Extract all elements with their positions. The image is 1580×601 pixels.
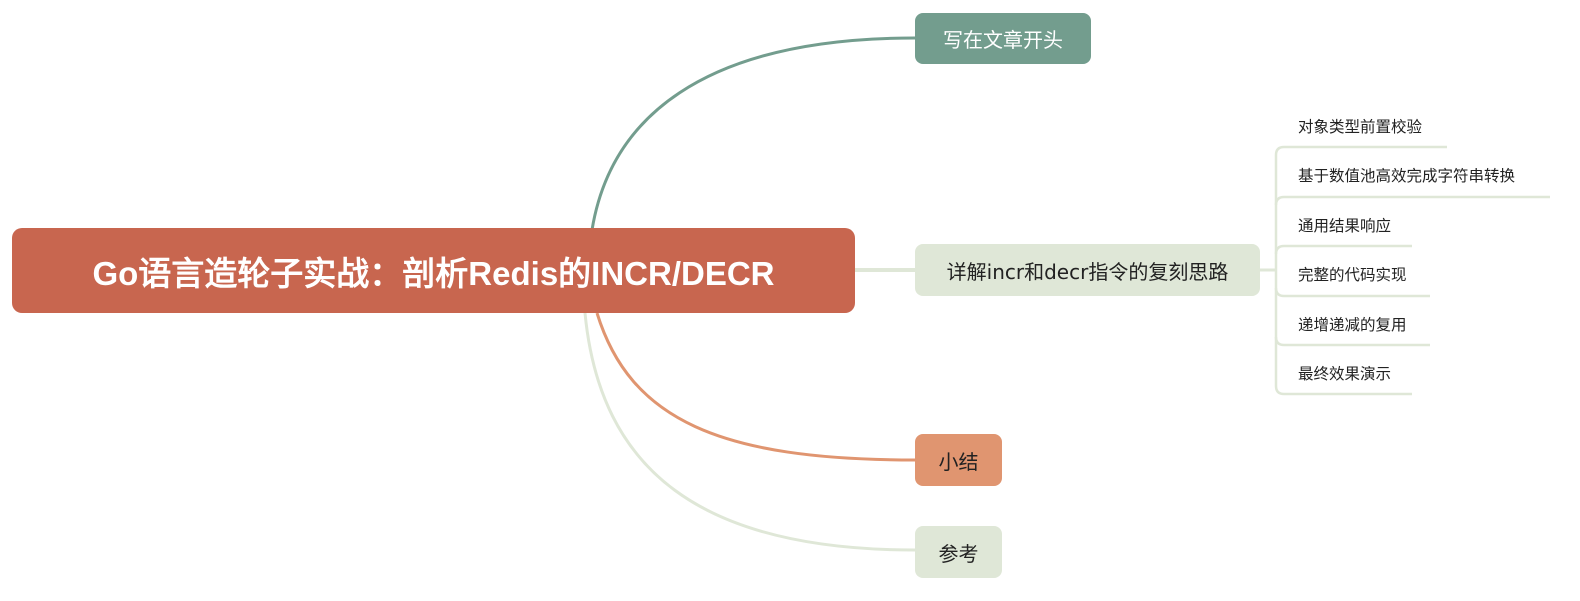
topic-intro[interactable]: 写在文章开头 [915, 13, 1091, 64]
topic-details[interactable]: 详解incr和decr指令的复刻思路 [915, 244, 1260, 296]
link-branch-1 [590, 36, 916, 231]
link-branch-3 [595, 312, 916, 462]
child-underline [1274, 195, 1550, 206]
subtopic[interactable]: 递增递减的复用 [1298, 316, 1407, 334]
child-underline [1274, 244, 1412, 255]
link-branch-4 [583, 312, 916, 552]
subtopic[interactable]: 完整的代码实现 [1298, 266, 1407, 284]
subtopic[interactable]: 对象类型前置校验 [1298, 118, 1423, 136]
subtopic[interactable]: 通用结果响应 [1298, 217, 1392, 235]
child-underline [1274, 287, 1430, 298]
subtopic[interactable]: 最终效果演示 [1298, 365, 1392, 383]
root-topic[interactable]: Go语言造轮子实战：剖析Redis的INCR/DECR [12, 228, 855, 313]
children-bracket [1274, 145, 1447, 396]
child-underline [1274, 336, 1430, 347]
topic-references[interactable]: 参考 [915, 526, 1002, 578]
topic-summary[interactable]: 小结 [915, 434, 1002, 486]
subtopic[interactable]: 基于数值池高效完成字符串转换 [1298, 167, 1516, 185]
